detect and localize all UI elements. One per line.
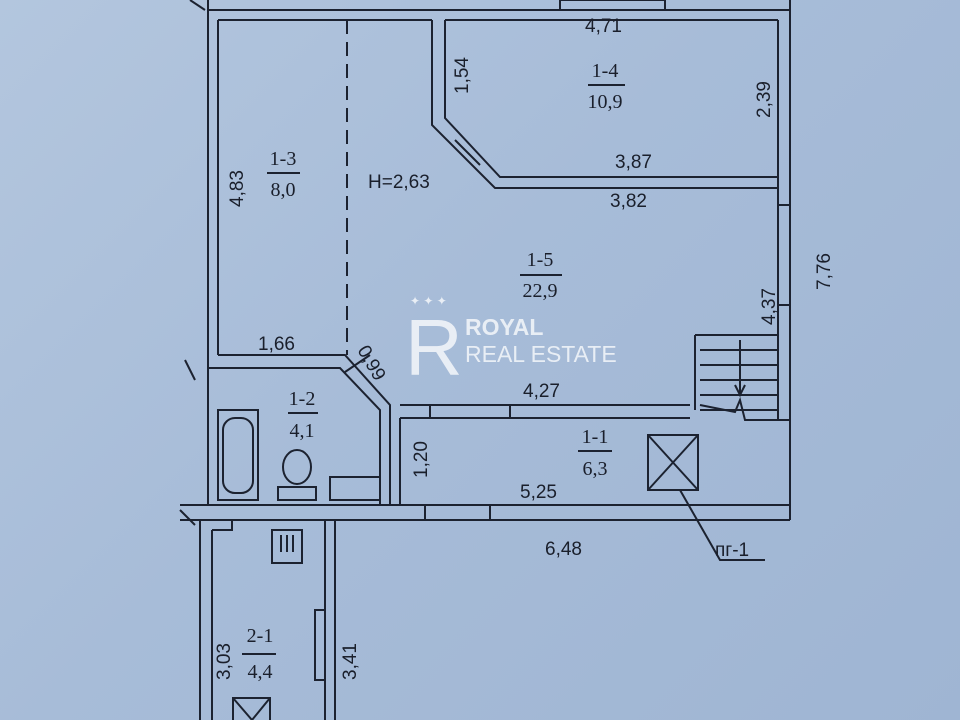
room-area: 8,0 (271, 179, 296, 201)
dim-1-1-left: 1,20 (411, 441, 432, 478)
watermark-logo: R ✦ ✦ ✦ ROYAL REAL ESTATE (405, 294, 617, 392)
room-id: 1-4 (592, 60, 619, 82)
dim-2-1-right: 3,41 (340, 643, 361, 680)
dim-1-3-left: 4,83 (227, 170, 248, 207)
walls (179, 0, 791, 720)
shaft-pg1 (647, 434, 765, 561)
dim-1-1-top: 4,27 (523, 381, 560, 402)
watermark-monogram: R (405, 303, 463, 392)
room-area: 10,9 (588, 91, 623, 113)
room-1-1: 1-1 6,3 (578, 426, 612, 480)
room-1-2: 1-2 4,1 (288, 388, 318, 442)
room-1-4: 1-4 10,9 (588, 60, 625, 113)
dim-1-4-right: 2,39 (754, 81, 775, 118)
dim-right-total: 7,76 (814, 253, 835, 290)
ceiling-height: H=2,63 (368, 172, 430, 193)
room-area: 22,9 (523, 280, 558, 302)
watermark-line1: ROYAL (465, 314, 543, 340)
dim-1-4-left: 1,54 (452, 57, 473, 94)
room-area: 4,1 (290, 420, 315, 442)
dim-1-5-right: 4,37 (759, 288, 780, 325)
room-id: 2-1 (247, 625, 274, 647)
dim-1-3-bottom: 1,66 (258, 334, 295, 355)
dim-bottom-total: 6,48 (545, 539, 582, 560)
toilet-icon (277, 449, 317, 501)
crown-icon: ✦ ✦ ✦ (410, 294, 447, 308)
dim-1-1-bottom: 5,25 (520, 482, 557, 503)
watermark-line2: REAL ESTATE (465, 341, 617, 367)
radiator-icon (271, 529, 303, 564)
room-1-5: 1-5 22,9 (520, 249, 562, 302)
room-id: 1-2 (289, 388, 316, 410)
room-area: 4,4 (248, 661, 273, 683)
doorway-2-1 (314, 609, 326, 681)
room-id: 1-1 (582, 426, 609, 448)
bathtub-icon (217, 409, 259, 501)
window-right (777, 204, 791, 306)
room-area: 6,3 (583, 458, 608, 480)
room-2-1: 2-1 4,4 (242, 625, 276, 683)
shaft-label: пг-1 (715, 540, 749, 561)
window-top (559, 0, 666, 11)
staircase (694, 334, 790, 421)
sink-icon (329, 476, 381, 501)
dim-1-5-top: 3,82 (610, 191, 647, 212)
dim-2-1-left: 3,03 (214, 643, 235, 680)
room-id: 1-5 (527, 249, 554, 271)
room-id: 1-3 (270, 148, 297, 170)
dim-1-4-bottom: 3,87 (615, 152, 652, 173)
dim-top: 4,71 (585, 16, 622, 37)
room-1-3: 1-3 8,0 (267, 148, 300, 201)
shaft-2-1 (232, 697, 271, 720)
